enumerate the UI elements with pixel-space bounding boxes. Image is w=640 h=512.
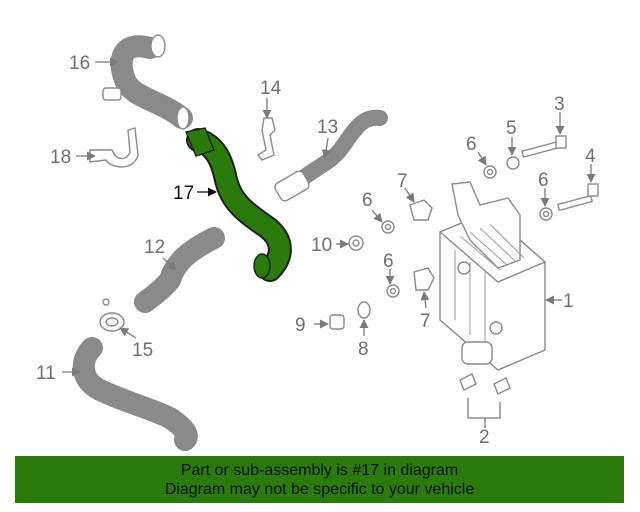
part-7-mount-b (413, 267, 435, 291)
part-16-intake-tube (102, 34, 193, 130)
part-8-washer (357, 301, 371, 319)
part-5-washer (506, 156, 520, 170)
callout-2: 2 (479, 427, 490, 448)
callout-15: 15 (132, 340, 153, 361)
banner-line-2: Diagram may not be specific to your vehi… (164, 481, 475, 498)
callout-14: 14 (260, 78, 282, 99)
info-banner: Part or sub-assembly is #17 in diagram D… (15, 456, 624, 503)
callout-7-a: 7 (397, 171, 408, 192)
callout-11: 11 (36, 363, 56, 384)
part-12-hose (134, 227, 225, 313)
callout-5: 5 (506, 118, 517, 139)
callout-7-b: 7 (420, 311, 431, 332)
callout-4: 4 (585, 146, 596, 167)
part-6-grommet-d (539, 207, 553, 221)
leader-lines (62, 57, 596, 428)
callout-3: 3 (554, 94, 565, 115)
callout-6-c: 6 (362, 190, 373, 211)
part-3-bolt (521, 135, 567, 158)
part-2-clip-a (459, 373, 477, 391)
part-15-clamp (99, 298, 125, 332)
part-18-bracket (89, 127, 139, 168)
callout-18: 18 (50, 147, 71, 168)
callout-13: 13 (317, 117, 338, 138)
callout-10: 10 (311, 235, 332, 256)
callout-16: 16 (69, 53, 90, 74)
banner-line-1: Part or sub-assembly is #17 in diagram (180, 462, 459, 479)
callout-12: 12 (144, 237, 165, 258)
part-1-intercooler (438, 181, 547, 371)
part-6-grommet-a (381, 220, 395, 234)
part-14-bracket (256, 117, 276, 161)
part-2-clip-b (493, 377, 511, 395)
callout-8: 8 (358, 339, 369, 360)
part-6-grommet-b (386, 284, 400, 298)
part-4-bolt (556, 183, 599, 212)
callout-6-b: 6 (538, 170, 549, 191)
part-6-grommet-c (483, 165, 497, 179)
callout-6-a: 6 (466, 134, 477, 155)
callout-1: 1 (563, 291, 574, 312)
parts-diagram: 1 2 3 4 5 6 6 6 6 7 7 8 9 10 11 12 13 14… (36, 34, 599, 451)
part-10-nut (348, 235, 364, 251)
part-11-lower-hose (72, 337, 198, 451)
part-9-clip (329, 314, 345, 330)
part-17-highlighted-hose (185, 127, 292, 282)
part-13-hose (274, 109, 388, 202)
callout-6-d: 6 (383, 251, 394, 272)
callout-17: 17 (173, 183, 194, 204)
callout-9: 9 (295, 315, 306, 336)
part-7-mount-a (409, 199, 433, 221)
